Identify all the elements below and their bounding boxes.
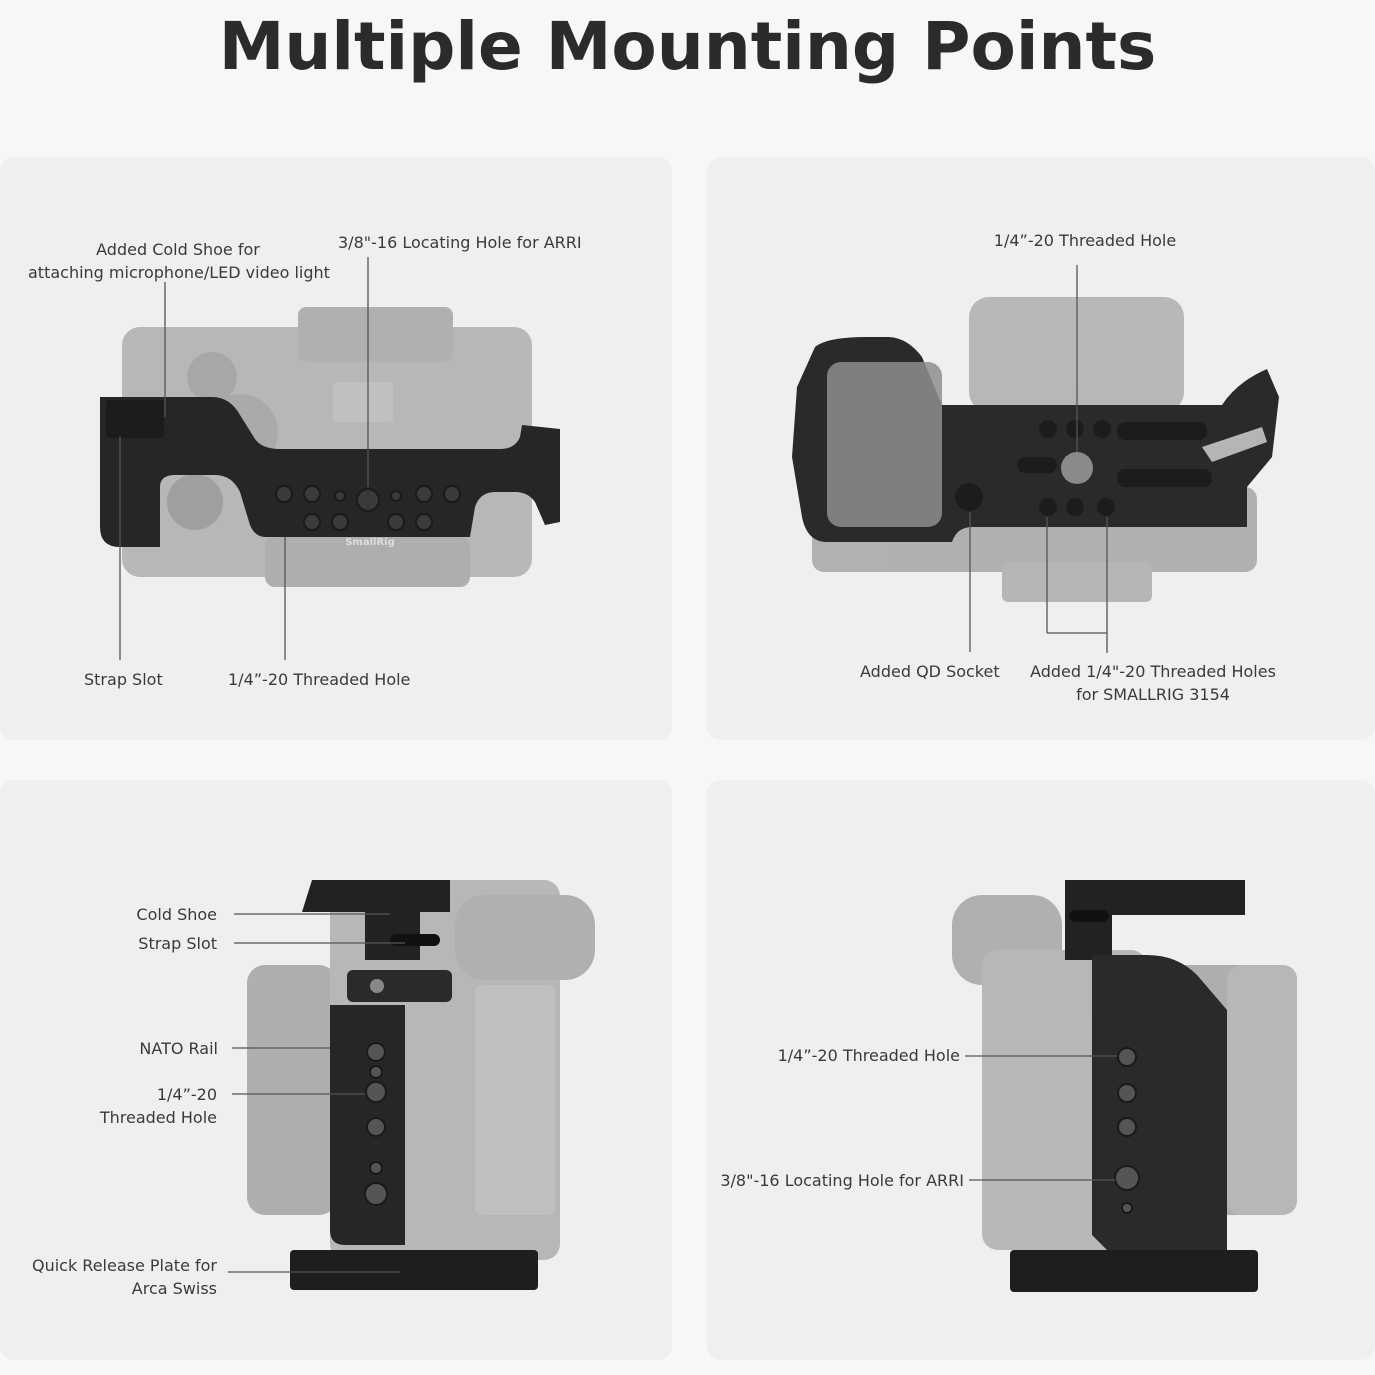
- threaded-hole-callout: 1/4”-20 Threaded Hole: [228, 670, 411, 689]
- right-side-illustration: [952, 880, 1297, 1292]
- cage-top: SmallRig: [100, 397, 560, 548]
- bottom-view-illustration: [792, 265, 1279, 653]
- cold-shoe-callout: Cold Shoe: [136, 905, 217, 924]
- arri-hole-callout: 3/8"-16 Locating Hole for ARRI: [338, 233, 582, 252]
- top-view-illustration: SmallRig: [100, 257, 560, 660]
- panel-left-side: Cold Shoe Strap Slot NATO Rail 1/4”-20 T…: [0, 780, 672, 1360]
- arri-hole-callout: 3/8"-16 Locating Hole for ARRI: [720, 1171, 964, 1190]
- leader-lines-right: [965, 1055, 1117, 1181]
- strap-slot-callout: Strap Slot: [138, 934, 217, 953]
- cage-left: [290, 880, 538, 1290]
- leader-lines-bottom: [969, 265, 1108, 653]
- panel-right-side: 1/4”-20 Threaded Hole 3/8"-16 Locating H…: [707, 780, 1375, 1360]
- qd-socket-callout: Added QD Socket: [860, 662, 1000, 681]
- cage-right: [1010, 880, 1258, 1292]
- panel-bottom-view: 1/4”-20 Threaded Hole Added QD Socket Ad…: [707, 157, 1375, 740]
- strap-slot-callout: Strap Slot: [84, 670, 163, 689]
- threaded-hole-callout: 1/4”-20 Threaded Hole: [99, 1085, 217, 1127]
- threaded-hole-callout: 1/4”-20 Threaded Hole: [993, 231, 1177, 250]
- brand-mark: SmallRig: [345, 537, 395, 548]
- quick-release-callout: Quick Release Plate for Arca Swiss: [31, 1256, 217, 1298]
- cage-bottom: [792, 337, 1279, 542]
- panel-top-view: SmallRig Added Cold Shoe for attaching m…: [0, 157, 672, 740]
- leader-lines-top: [119, 257, 369, 660]
- leader-lines-left: [228, 913, 405, 1273]
- nato-rail-callout: NATO Rail: [139, 1039, 218, 1058]
- page-title: Multiple Mounting Points: [218, 8, 1157, 85]
- left-side-illustration: [228, 880, 595, 1290]
- threaded-hole-callout: 1/4”-20 Threaded Hole: [777, 1046, 960, 1065]
- cold-shoe-callout: Added Cold Shoe for attaching microphone…: [28, 240, 330, 282]
- holes-3154-callout: Added 1/4"-20 Threaded Holes for SMALLRI…: [1030, 662, 1276, 704]
